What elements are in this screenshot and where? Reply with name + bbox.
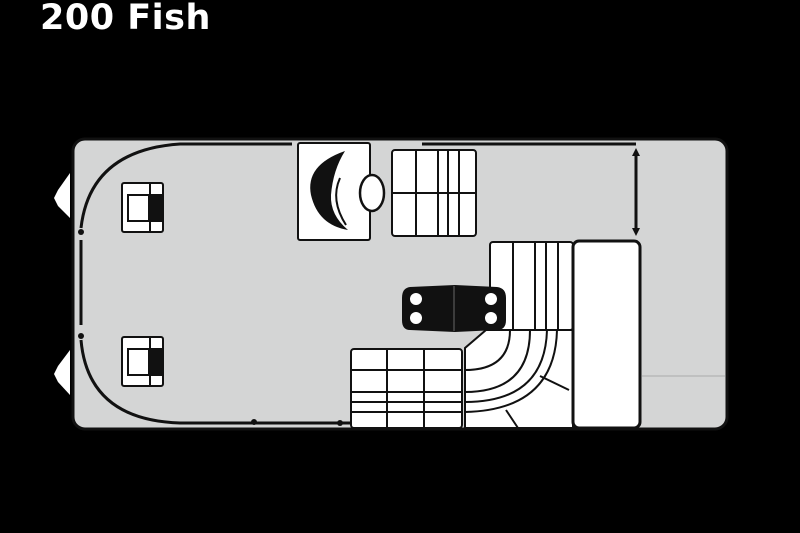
helm-console [297, 142, 386, 241]
helm-seat [358, 173, 386, 213]
lounge-back-cushion [571, 239, 642, 430]
rear-bench [350, 348, 463, 429]
bow-rail [79, 142, 638, 425]
fishing-seat-bottom [121, 336, 164, 387]
helm-bench [391, 149, 477, 237]
model-title: 200 Fish [40, 0, 211, 38]
rail-gate-markers [78, 148, 640, 426]
pontoon-nose-bottom [54, 350, 70, 395]
fishing-seat-top [121, 182, 164, 233]
pontoon-nose-top [54, 173, 70, 218]
table [402, 285, 506, 332]
helm-windshield-shape [310, 151, 348, 230]
